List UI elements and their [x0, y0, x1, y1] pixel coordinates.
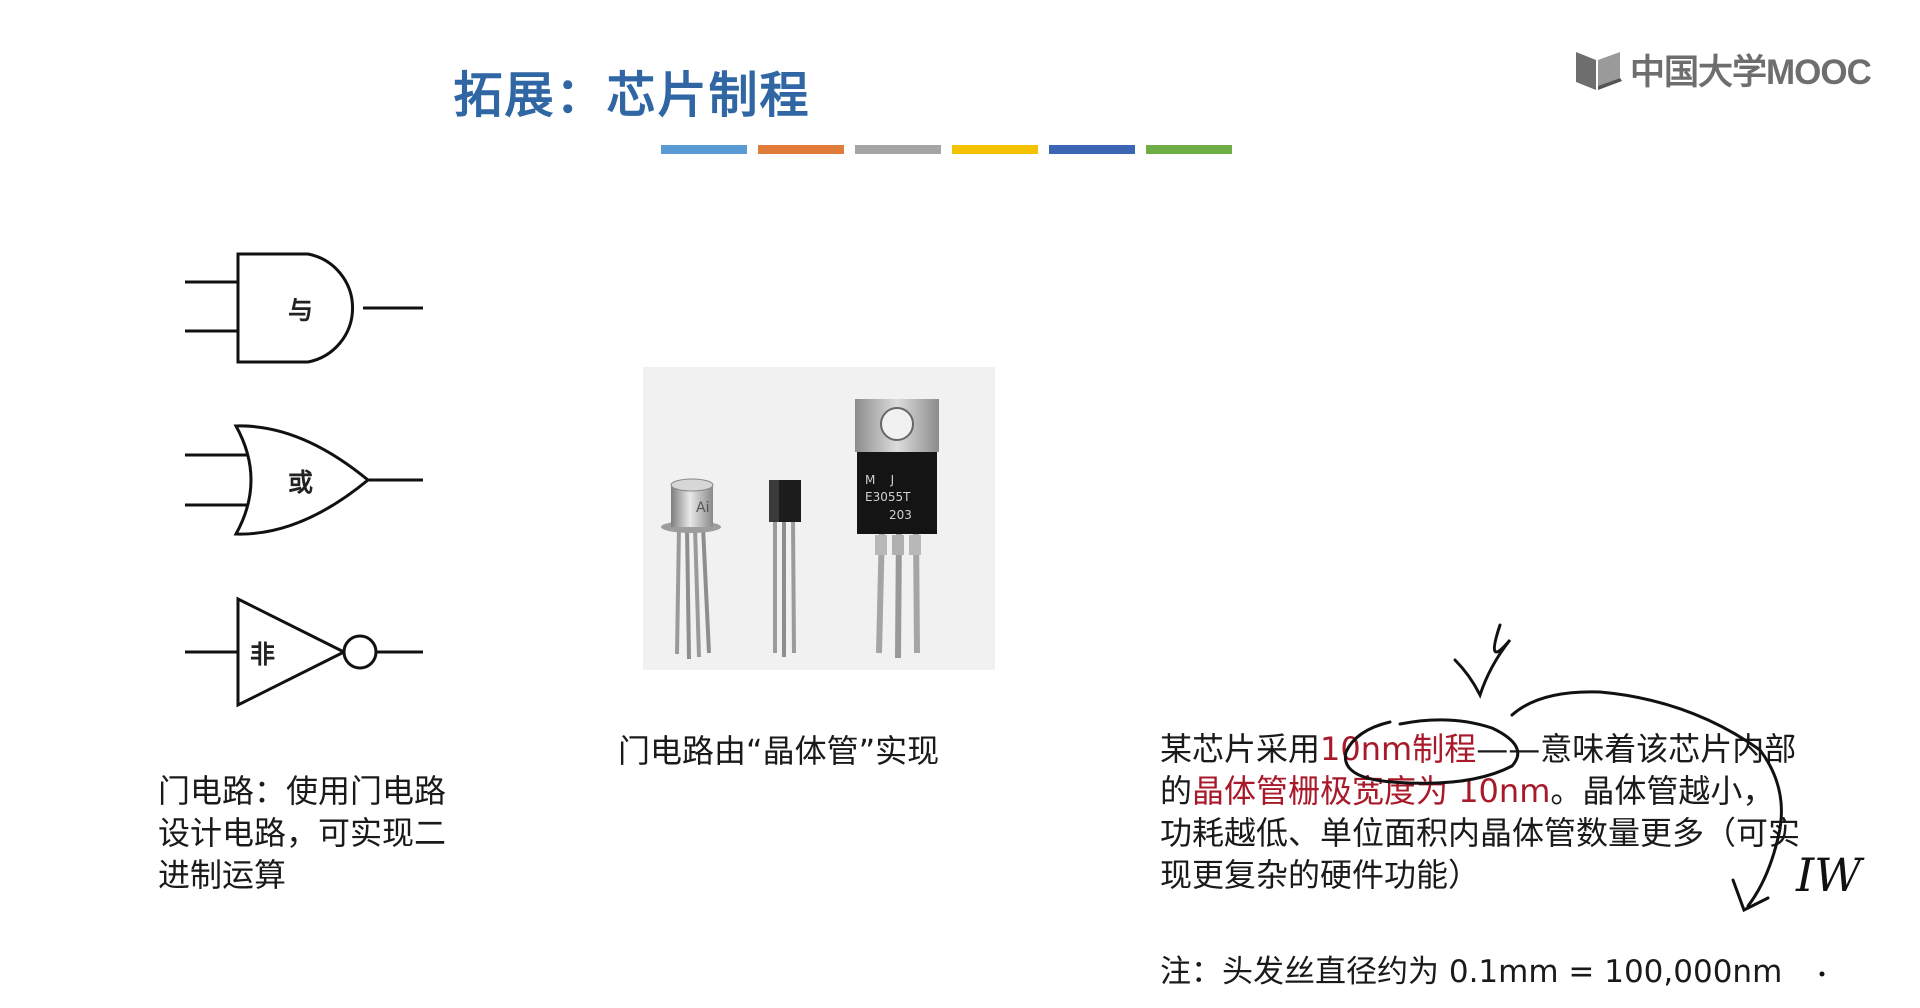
logo-text: 中国大学MOOC — [1630, 53, 1872, 92]
and-gate: 与 — [180, 248, 430, 368]
plastic-transistor — [769, 480, 801, 657]
color-bar — [758, 145, 844, 154]
metal-can-transistor: Ai — [661, 478, 721, 660]
or-gate: 或 — [180, 420, 430, 540]
or-gate-symbol — [185, 424, 423, 536]
arrow-head-annotation — [1731, 878, 1770, 913]
not-gate: 非 — [180, 592, 430, 712]
process-text-part: 某芯片采用 — [1160, 730, 1321, 768]
transistor-illustration: Ai M J E3055T — [661, 399, 939, 660]
handwritten-text: IW — [1796, 848, 1862, 902]
slide-title: 拓展：芯片制程 — [453, 67, 811, 124]
or-gate-label: 或 — [288, 468, 314, 497]
svg-text:M J: M J — [865, 473, 894, 487]
title-color-bars — [661, 145, 1232, 154]
not-gate-symbol — [185, 596, 423, 708]
not-gate-label: 非 — [250, 640, 276, 669]
photo-caption: 门电路由“晶体管”实现 — [618, 732, 940, 770]
process-text-part: ——意味着该芯片内部的 — [1160, 730, 1797, 810]
process-paragraph: 某芯片采用10nm制程——意味着该芯片内部的晶体管栅极宽度为 10nm。晶体管越… — [1160, 728, 1800, 896]
color-bar — [661, 145, 747, 154]
color-bar — [952, 145, 1038, 154]
dot-annotation — [1819, 971, 1825, 977]
color-bar — [1049, 145, 1135, 154]
process-text-part: 。晶体管越小，功耗越低、单位面积内晶体管数量更多（可实现更复杂的硬件功能） — [1160, 772, 1801, 894]
svg-text:203: 203 — [889, 508, 912, 522]
book-logo-icon — [1576, 51, 1622, 90]
gate-caption: 门电路：使用门电路设计电路，可实现二进制运算 — [158, 772, 447, 894]
arrow-curve-annotation — [1510, 690, 1783, 908]
power-transistor: M J E3055T 203 — [855, 399, 939, 659]
note-text: 注：头发丝直径约为 0.1mm = 100,000nm — [1160, 954, 1783, 990]
svg-text:E3055T: E3055T — [865, 490, 911, 504]
transistor-photo: Ai M J E3055T — [643, 367, 995, 670]
color-bar — [855, 145, 941, 154]
mooc-logo: 中国大学MOOC — [1574, 44, 1872, 95]
and-gate-symbol — [185, 252, 423, 364]
svg-text:Ai: Ai — [696, 500, 709, 516]
and-gate-label: 与 — [288, 296, 314, 325]
color-bar — [1146, 145, 1232, 154]
circle-annotation — [1343, 718, 1520, 785]
checkmark-annotation — [1453, 623, 1512, 699]
